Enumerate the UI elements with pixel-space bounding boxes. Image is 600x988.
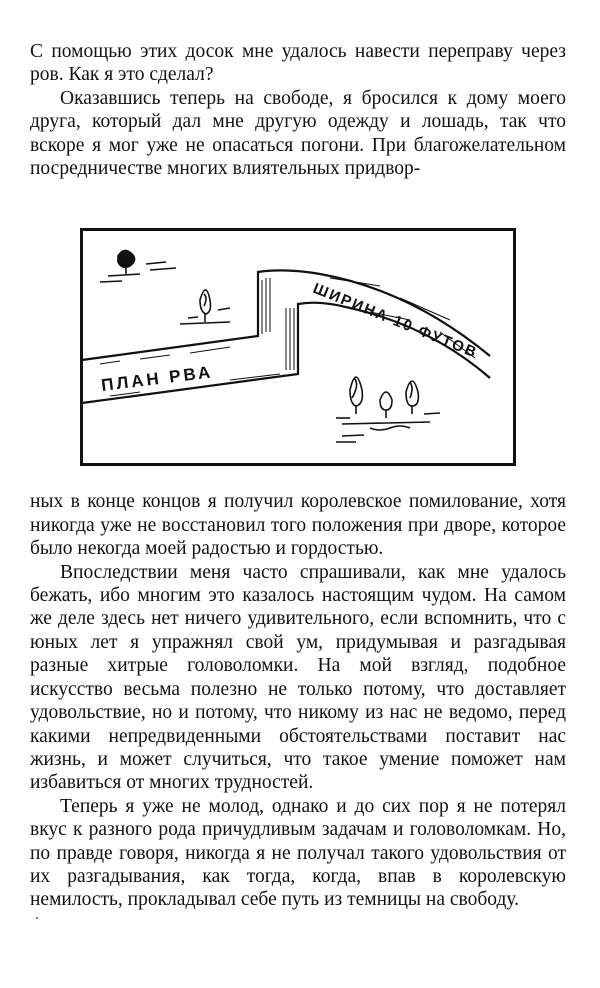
moat-lower-bank — [81, 302, 491, 405]
paragraph-3: ных в конце концов я получил королевское… — [30, 491, 566, 560]
paragraph-4: Впоследствии меня часто спрашивали, как … — [30, 561, 566, 794]
tree-mid-left — [179, 289, 231, 326]
trees-inner-bank — [336, 376, 441, 444]
tree-top-left — [99, 250, 177, 284]
book-page: С помощью этих досок мне удалось навести… — [30, 40, 566, 912]
page-speck — [36, 917, 38, 919]
moat-upper-bank — [81, 269, 491, 362]
moat-hatching — [99, 277, 476, 397]
paragraph-1: С помощью этих досок мне удалось навести… — [30, 41, 566, 86]
moat-plan-illustration: ПЛАН РВА ШИРИНА 10 ФУТОВ — [80, 228, 516, 467]
paragraph-2: Оказавшись теперь на свободе, я бросился… — [30, 87, 566, 180]
paragraph-5: Теперь я уже не молод, однако и до сих п… — [30, 795, 566, 911]
